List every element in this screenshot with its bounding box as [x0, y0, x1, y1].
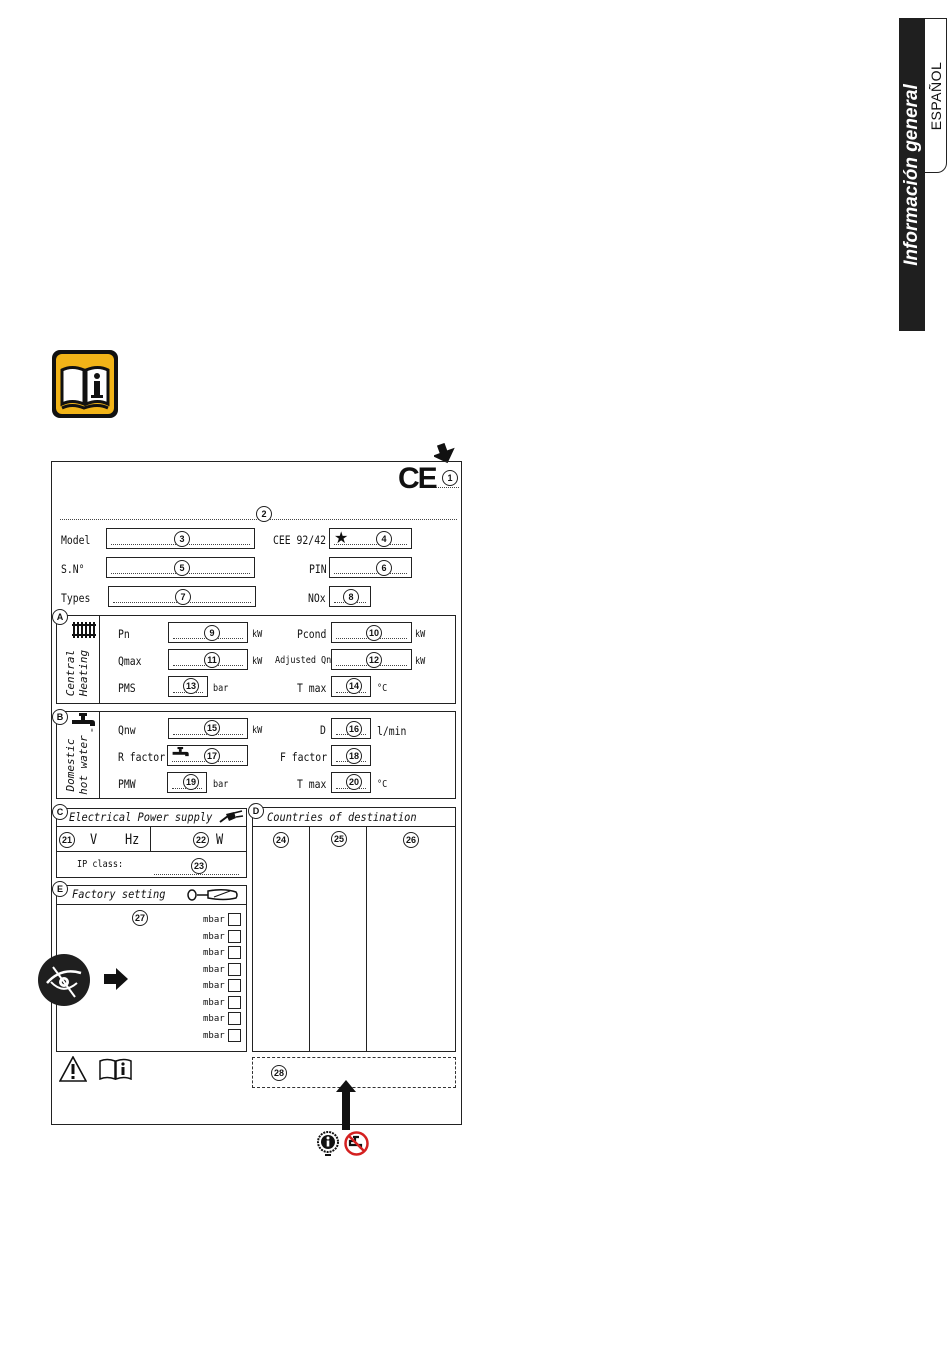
- section-a-letter: A: [52, 609, 68, 625]
- pcond-label: Pcond: [297, 627, 327, 641]
- callout-25: 25: [331, 831, 347, 847]
- pin-label: PIN: [309, 562, 327, 576]
- model-label: Model: [61, 533, 91, 547]
- types-label: Types: [61, 591, 91, 605]
- callout-10: 10: [366, 625, 382, 641]
- callout-14: 14: [346, 678, 362, 694]
- setting-checkbox: [228, 930, 241, 943]
- callout-22: 22: [193, 832, 209, 848]
- plug-icon: [219, 810, 244, 823]
- callout-2: 2: [256, 506, 272, 522]
- callout-12: 12: [366, 652, 382, 668]
- callout-11: 11: [204, 652, 220, 668]
- arrow-up-icon: [336, 1080, 356, 1130]
- adjusted-qn-label: Adjusted Qn: [275, 655, 332, 666]
- electrical-power-section: [56, 808, 247, 878]
- setting-checkbox: [228, 1029, 241, 1042]
- sn-label: S.N°: [61, 562, 85, 576]
- callout-19: 19: [183, 774, 199, 790]
- callout-18: 18: [346, 748, 362, 764]
- callout-20: 20: [346, 774, 362, 790]
- radiator-icon: [72, 622, 96, 638]
- tmax2-label: T max: [297, 777, 327, 791]
- r-factor-label: R factor: [118, 750, 166, 764]
- factory-setting-title: Factory setting: [72, 887, 166, 901]
- callout-21: 21: [59, 832, 75, 848]
- language-tab: ESPAÑOL: [925, 18, 947, 173]
- cee-label: CEE 92/42: [273, 533, 326, 547]
- f-factor-label: F factor: [280, 750, 328, 764]
- setting-checkbox: [228, 996, 241, 1009]
- section-title: Información general: [901, 83, 922, 266]
- warning-icon: [59, 1056, 87, 1082]
- qmax-label: Qmax: [118, 654, 142, 668]
- ce-mark: CE: [398, 462, 438, 495]
- callout-4: 4: [376, 531, 392, 547]
- section-e-letter: E: [52, 881, 68, 897]
- pin-field: [329, 557, 412, 578]
- countries-section: [252, 807, 456, 1052]
- callout-17: 17: [204, 748, 220, 764]
- manual-icon: [99, 1058, 132, 1080]
- callout-8: 8: [343, 589, 359, 605]
- ip-class-label: IP class:: [77, 859, 124, 870]
- callout-5: 5: [174, 560, 190, 576]
- qnw-label: Qnw: [118, 723, 136, 737]
- callout-26: 26: [403, 832, 419, 848]
- section-c-letter: C: [52, 804, 68, 820]
- no-tap-icon: [344, 1131, 369, 1156]
- callout-9: 9: [204, 625, 220, 641]
- section-b-letter: B: [52, 709, 68, 725]
- setting-checkbox: [228, 963, 241, 976]
- callout-28: 28: [271, 1065, 287, 1081]
- nox-label: NOx: [308, 591, 326, 605]
- setting-checkbox: [228, 979, 241, 992]
- callout-27: 27: [132, 910, 148, 926]
- tap-small-icon: [172, 747, 189, 757]
- callout-23: 23: [191, 858, 207, 874]
- data-plate: CE 1 2 Model 3 CEE 92/42 ★ 4 S.N° 5 PIN …: [51, 461, 462, 1125]
- side-tab: [899, 18, 925, 331]
- setting-checkbox: [228, 946, 241, 959]
- countries-title: Countries of destination: [267, 810, 417, 824]
- callout-16: 16: [346, 721, 362, 737]
- tmax-label: T max: [297, 681, 327, 695]
- eye-icon: [38, 954, 90, 1006]
- additional-info-box: [252, 1057, 456, 1088]
- section-d-letter: D: [248, 803, 264, 819]
- info-seal-icon: [317, 1131, 339, 1156]
- callout-1: 1: [442, 470, 458, 486]
- arrow-down-icon: [434, 443, 455, 464]
- pmw-label: PMW: [118, 777, 136, 791]
- callout-3: 3: [174, 531, 190, 547]
- pn-label: Pn: [118, 627, 130, 641]
- d-label: D: [320, 723, 326, 737]
- callout-15: 15: [204, 720, 220, 736]
- callout-7: 7: [175, 589, 191, 605]
- setting-checkbox: [228, 1012, 241, 1025]
- callout-6: 6: [376, 560, 392, 576]
- arrow-right-icon: [104, 968, 128, 990]
- setting-checkbox: [228, 913, 241, 926]
- manual-info-icon: [52, 350, 118, 418]
- screwdriver-icon: [187, 888, 238, 901]
- electrical-power-title: Electrical Power supply: [69, 810, 213, 824]
- callout-24: 24: [273, 832, 289, 848]
- star-icon: ★: [334, 530, 349, 547]
- tap-icon: [72, 713, 95, 732]
- pms-label: PMS: [118, 681, 136, 695]
- callout-13: 13: [183, 678, 199, 694]
- cee-field: [329, 528, 412, 549]
